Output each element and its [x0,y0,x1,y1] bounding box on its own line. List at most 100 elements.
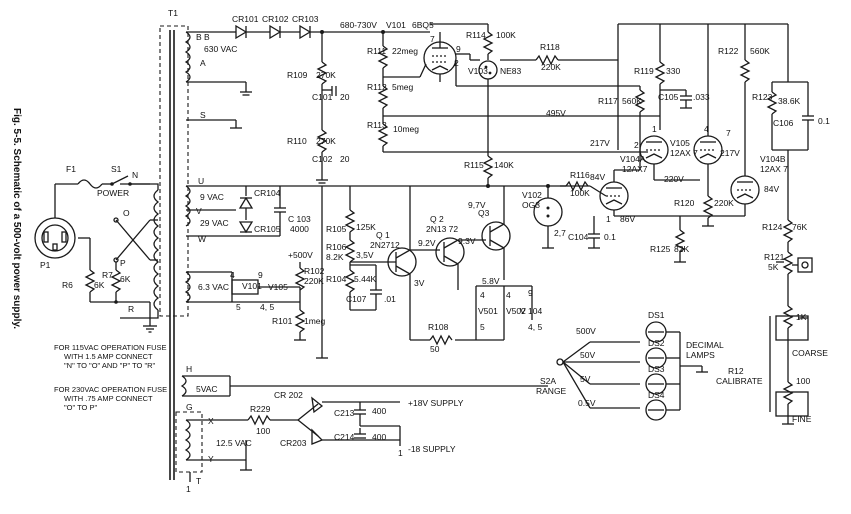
v102-type: OG3 [522,200,540,210]
r104-label: R104 [326,274,347,284]
tube-v105b: 4 7 217V R122 560K R120 220K [674,24,770,227]
plus500-label: +500V [288,250,313,260]
v105-pin1: 1 [652,124,657,134]
v104b-label: V104B [760,154,786,164]
f1-label: F1 [66,164,76,174]
tap-n: N [132,170,138,180]
v105-type: 12AX 7 [670,148,698,158]
v220-label: 220V [664,174,684,184]
secondary-uvw: U 9 VAC V 29 VAC W [184,176,246,244]
switch-s1[interactable]: S1 POWER N [97,164,150,198]
coarse-pot[interactable] [775,315,809,341]
c213-label: C213 [334,408,355,418]
calibrate-label: CALIBRATE [716,376,763,386]
pin1-label: 1 [186,484,191,494]
r111-value: 22meg [392,46,418,56]
c214-label: C214 [334,432,355,442]
r110-value: 270K [316,136,336,146]
r124-label: R124 [762,222,783,232]
c106-value: 0.1 [818,116,830,126]
v104a-pin3: 1 [606,214,611,224]
v495-label: 495V [546,108,566,118]
p1-label: P1 [40,260,51,270]
pin45-label: 4, 5 [260,302,274,312]
v217b-label: 217V [720,148,740,158]
v86-label: 86V [620,214,635,224]
r118-bus: R118 220K 495V 217V [383,23,788,153]
range-switch-s2a[interactable]: S2A RANGE 500V 50V 5V 0.5V [536,326,640,409]
c104-label: C104 [568,232,589,242]
pin45b: 4, 5 [528,322,542,332]
pin9-label: 9 [258,270,263,280]
range-label: RANGE [536,386,567,396]
r115-label: R115 [464,160,484,170]
r6-value: 6K [94,280,105,290]
v500-label: 500V [576,326,596,336]
v101-label: V101 [386,20,406,30]
y-label: Y [208,454,214,464]
r120-value: 220K [714,198,734,208]
note1-line2: WITH 1.5 AMP CONNECT [64,352,153,361]
v50-label: 50V [580,350,595,360]
bb-label: B B [196,32,210,42]
h-label: H [186,364,192,374]
v97-label: 9,7V [468,200,486,210]
fine-pot[interactable] [775,391,809,417]
x-label: X [208,416,214,426]
r116-label: R116 [570,170,590,180]
g-label: G [186,402,193,412]
v5-label: 5V [580,374,591,384]
ds4-label: DS4 [648,390,665,400]
r121-adjust-knob[interactable] [797,257,813,273]
r110-label: R110 [287,136,307,146]
r104-value: 5.44K [354,274,377,284]
r119-label: R119 [634,66,654,76]
vac9-label: 9 VAC [200,192,224,202]
v101-filament-label: V101 [242,281,262,291]
r122-label: R122 [718,46,739,56]
one-label: 1 [398,448,403,458]
t1-label: T1 [168,8,178,18]
v93-label: 9.3V [458,236,476,246]
r125-value: 82K [674,244,689,254]
c213-value: 400 [372,406,386,416]
r106-value: 8.2K [326,252,344,262]
v103-type: NE83 [500,66,522,76]
c101-label: C101 [312,92,333,102]
v58-label: 5.8V [482,276,500,286]
r113-label: R113 [367,120,387,130]
r121-value: 5K [768,262,779,272]
s-label: S [200,110,206,120]
secondary-630vac: B B 630 VAC A S [184,31,252,129]
r114-value: 100K [496,30,516,40]
tube-v105: 2 1 V105 12AX 7 220V [634,124,700,184]
r102-value: 220K [304,276,324,286]
cr203-label: CR203 [280,438,307,448]
r119-c105-r117: R119 330 C105 .033 R117 560K [598,24,710,150]
vac29-label: 29 VAC [200,218,229,228]
cr105-label: CR105 [254,224,281,234]
v101-pin7: 7 [430,34,435,44]
fine-value: 100 [796,376,810,386]
diodes-cr104-105: CR104 CR105 C 103 4000 [238,185,350,237]
calibration-chain: R124 76K R121 5K 1K COARSE 100 FINE R12 … [716,216,828,425]
r115-r116-v102: R115 140K R116 100K V102 OG3 2,7 [350,116,607,249]
plus18-label: +18V SUPPLY [408,398,464,408]
v05-label: 0.5V [578,398,596,408]
r113-value: 10meg [393,124,419,134]
tube-v104b: V104B 12AX 7 84V [730,154,788,216]
ds2-label: DS2 [648,338,665,348]
transformer-t1: T1 [159,8,189,480]
decimal-label: DECIMAL [686,340,724,350]
power-label: POWER [97,188,129,198]
tap-p: P [120,258,126,268]
r105-label: R105 [326,224,347,234]
tube-v104a: V104A 12AX7 84V 1 86V [590,150,745,224]
r121-label: R121 [764,252,785,262]
r105-value: 125K [356,222,376,232]
q2-label: Q 2 [430,214,444,224]
resistor-r6-r7: R6 6K R7 6K R [62,237,151,318]
v101-pin9: 9 [456,44,461,54]
r123-c106: R123 38.6K C106 0.1 [752,24,830,216]
